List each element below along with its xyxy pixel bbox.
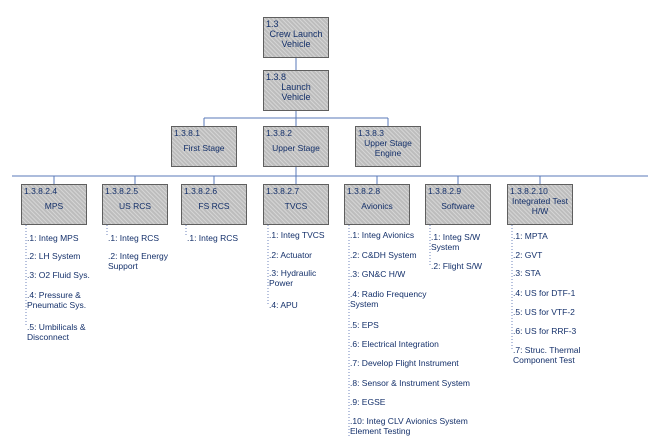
wbs-label: FS RCS bbox=[198, 201, 230, 211]
wbs-item: .4: US for DTF-1 bbox=[513, 288, 576, 298]
wbs-label: Upper Stage bbox=[272, 143, 320, 153]
wbs-item: .8: Sensor & Instrument System bbox=[350, 378, 470, 388]
wbs-item: .1: MPTA bbox=[513, 231, 548, 241]
wbs-item: .3: STA bbox=[513, 268, 541, 278]
wbs-item: .2: GVT bbox=[513, 250, 543, 260]
wbs-label: Integrated Test H/W bbox=[511, 196, 569, 216]
wbs-number: 1.3.8.2.5 bbox=[105, 186, 139, 196]
wbs-node-launch-vehicle: 1.3.8 Launch Vehicle bbox=[263, 70, 329, 111]
wbs-node-tvcs: 1.3.8.2.7 TVCS bbox=[263, 184, 329, 225]
wbs-node-avionics: 1.3.8.2.8 Avionics bbox=[344, 184, 410, 225]
wbs-label: Upper Stage Engine bbox=[364, 138, 412, 158]
wbs-number: 1.3.8.2.6 bbox=[184, 186, 218, 196]
wbs-item: .5: US for VTF-2 bbox=[513, 307, 575, 317]
wbs-label: First Stage bbox=[183, 143, 225, 153]
wbs-node-us-rcs: 1.3.8.2.5 US RCS bbox=[102, 184, 168, 225]
wbs-number: 1.3 bbox=[266, 19, 279, 29]
wbs-item: .1: Integ RCS bbox=[108, 233, 160, 243]
wbs-item: .2: Actuator bbox=[269, 250, 312, 260]
wbs-node-integrated-test-hw: 1.3.8.2.10 Integrated Test H/W bbox=[507, 184, 573, 225]
wbs-item: .7: Struc. Thermal Component Test bbox=[513, 345, 581, 365]
wbs-item: .5: Umbilicals & Disconnect bbox=[27, 322, 86, 342]
wbs-item: .6: US for RRF-3 bbox=[513, 326, 577, 336]
wbs-node-mps: 1.3.8.2.4 MPS bbox=[21, 184, 87, 225]
wbs-item: .1: Integ S/W System bbox=[431, 232, 481, 252]
wbs-label: Avionics bbox=[361, 201, 393, 211]
wbs-number: 1.3.8.2.10 bbox=[510, 186, 548, 196]
wbs-item: .1: Integ TVCS bbox=[269, 230, 325, 240]
wbs-label: US RCS bbox=[118, 201, 152, 211]
wbs-item: .6: Electrical Integration bbox=[350, 339, 439, 349]
wbs-node-software: 1.3.8.2.9 Software bbox=[425, 184, 491, 225]
wbs-item: .2: Flight S/W bbox=[431, 261, 483, 271]
wbs-item: .4: Pressure & Pneumatic Sys. bbox=[27, 290, 87, 310]
wbs-node-fs-rcs: 1.3.8.2.6 FS RCS bbox=[181, 184, 247, 225]
wbs-number: 1.3.8 bbox=[266, 72, 287, 82]
wbs-item: .5: EPS bbox=[350, 320, 379, 330]
wbs-label: Launch Vehicle bbox=[281, 82, 311, 102]
wbs-number: 1.3.8.3 bbox=[358, 128, 384, 138]
wbs-number: 1.3.8.2 bbox=[266, 128, 292, 138]
wbs-label: MPS bbox=[44, 201, 64, 211]
wbs-label: Crew Launch Vehicle bbox=[269, 29, 323, 49]
wbs-item: .3: Hydraulic Power bbox=[269, 268, 317, 288]
wbs-item: .3: GN&C H/W bbox=[350, 269, 406, 279]
wbs-node-crew-launch-vehicle: 1.3 Crew Launch Vehicle bbox=[263, 17, 329, 58]
wbs-number: 1.3.8.2.8 bbox=[347, 186, 381, 196]
wbs-item: .2: Integ Energy Support bbox=[108, 251, 169, 271]
wbs-item: .1: Integ RCS bbox=[187, 233, 239, 243]
wbs-item: .3: O2 Fluid Sys. bbox=[27, 270, 90, 280]
wbs-number: 1.3.8.2.9 bbox=[428, 186, 462, 196]
wbs-number: 1.3.8.2.4 bbox=[24, 186, 58, 196]
wbs-item: .9: EGSE bbox=[350, 397, 386, 407]
wbs-item: .2: LH System bbox=[27, 251, 81, 261]
wbs-item: .1: Integ Avionics bbox=[350, 230, 415, 240]
wbs-node-upper-stage-engine: 1.3.8.3 Upper Stage Engine bbox=[355, 126, 421, 167]
wbs-item: .7: Develop Flight Instrument bbox=[350, 358, 459, 368]
wbs-node-upper-stage: 1.3.8.2 Upper Stage bbox=[263, 126, 329, 167]
wbs-item: .4: APU bbox=[269, 300, 298, 310]
wbs-number: 1.3.8.1 bbox=[174, 128, 200, 138]
wbs-label: Software bbox=[441, 201, 475, 211]
wbs-label: TVCS bbox=[284, 201, 308, 211]
wbs-item: .1: Integ MPS bbox=[27, 233, 79, 243]
wbs-item: .4: Radio Frequency System bbox=[350, 289, 427, 309]
wbs-node-first-stage: 1.3.8.1 First Stage bbox=[171, 126, 237, 167]
wbs-number: 1.3.8.2.7 bbox=[266, 186, 300, 196]
wbs-item: .2: C&DH System bbox=[350, 250, 417, 260]
wbs-item: .10: Integ CLV Avionics System Element T… bbox=[350, 416, 468, 436]
